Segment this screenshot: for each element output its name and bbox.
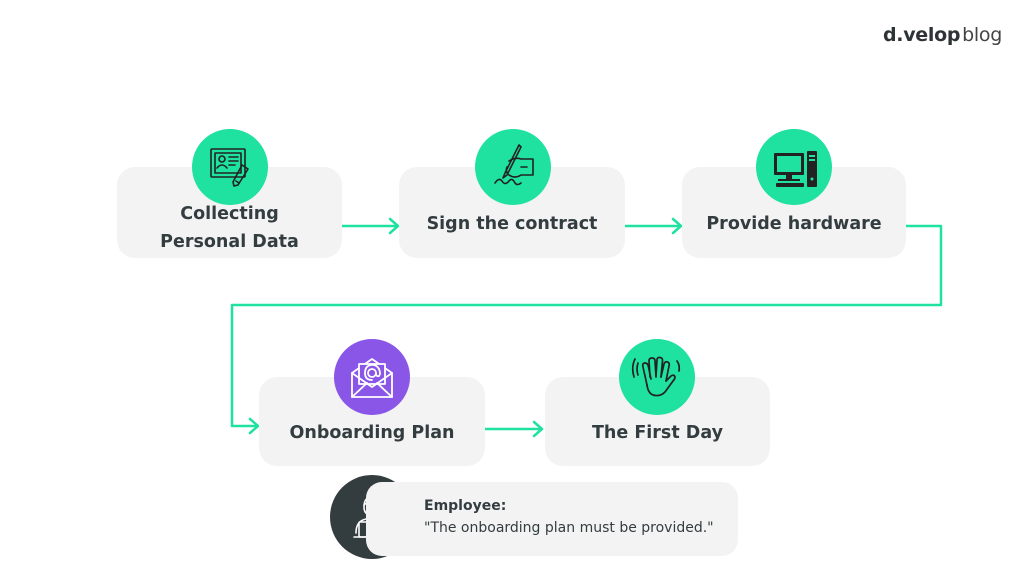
email-envelope-icon [334, 339, 410, 415]
step-label: The First Day [591, 422, 724, 443]
desktop-computer-icon [756, 129, 832, 205]
employee-quote-card [366, 482, 738, 556]
step-label: Onboarding Plan [289, 422, 455, 443]
waving-hand-icon [619, 339, 695, 415]
brand-name: d.velop [883, 24, 961, 46]
brand-suffix: blog [962, 24, 1002, 46]
quote-title: Employee: [424, 498, 507, 514]
step-label: Provide hardware [706, 213, 882, 234]
step-label: Sign the contract [426, 213, 598, 234]
step-label: Collecting Personal Data [160, 203, 299, 252]
signing-hand-icon [475, 129, 551, 205]
quote-text: "The onboarding plan must be provided." [424, 520, 714, 536]
connector-3-4 [230, 224, 943, 428]
personal-data-card-icon [192, 129, 268, 205]
